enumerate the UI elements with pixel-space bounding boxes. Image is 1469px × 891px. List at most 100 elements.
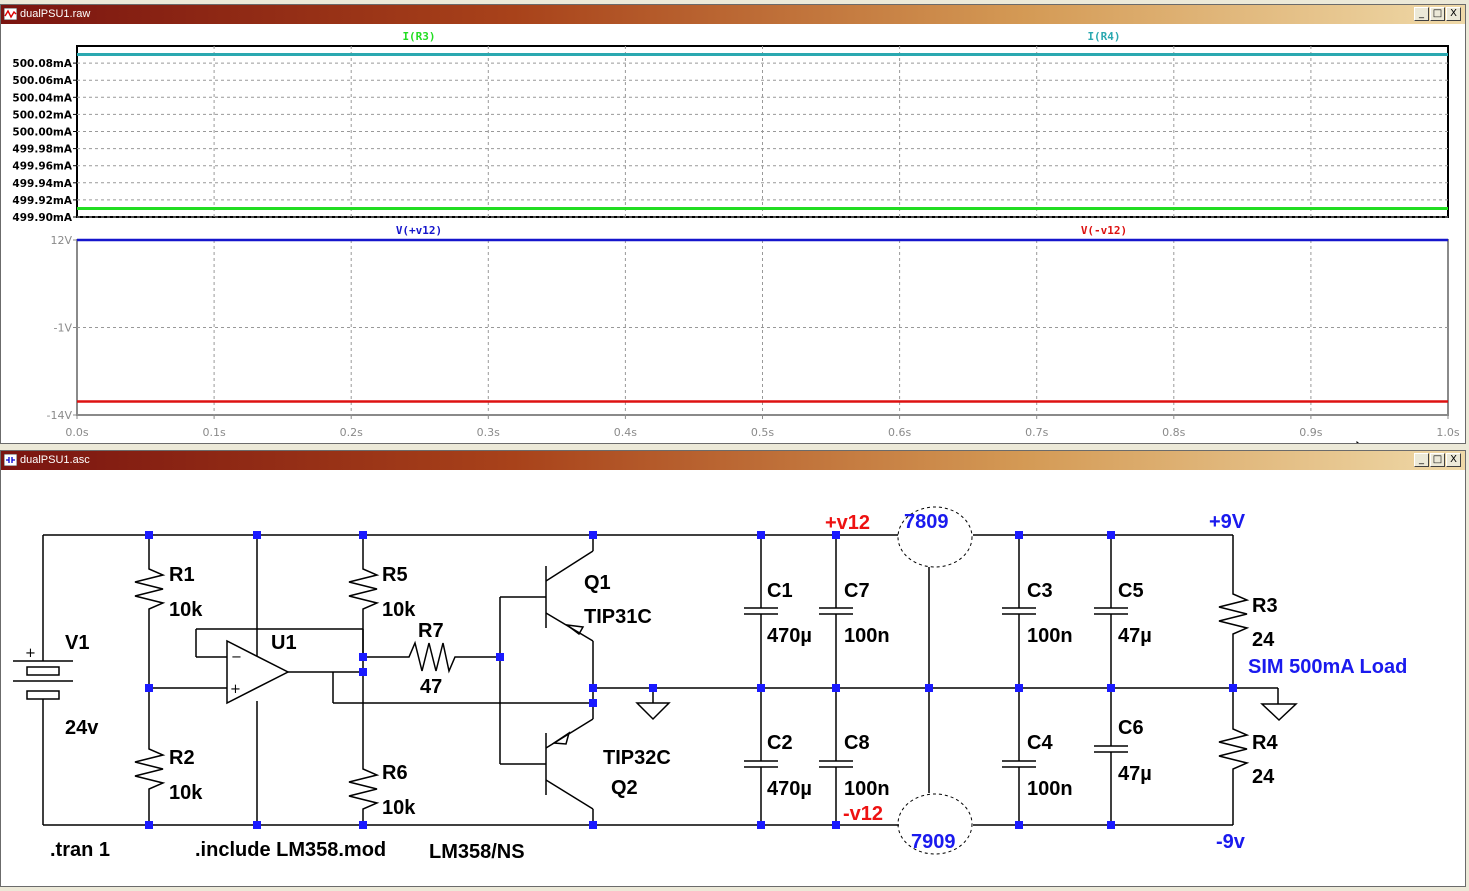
x-tick-label: 0.2s <box>340 426 363 439</box>
resistor-r1[interactable] <box>134 561 166 616</box>
regulator-7809-label[interactable]: 7809 <box>904 511 949 533</box>
v1-ref: V1 <box>65 632 89 654</box>
transistor-q2[interactable] <box>545 718 594 810</box>
schematic-window-titlebar[interactable]: dualPSU1.asc _ □ X <box>1 451 1465 470</box>
r6-ref: R6 <box>382 762 408 784</box>
r3-ref: R3 <box>1252 595 1278 617</box>
q1-value: TIP31C <box>584 606 652 628</box>
y-tick-label: 499.90mA <box>12 212 72 224</box>
ground-icon <box>1260 703 1298 722</box>
maximize-button[interactable]: □ <box>1430 453 1445 467</box>
trace-label-vpos12[interactable]: V(+v12) <box>396 224 442 237</box>
y-tick-label: 500.04mA <box>12 92 72 104</box>
c6-value: 47µ <box>1118 763 1152 785</box>
c7-value: 100n <box>844 625 890 647</box>
x-tick-label: 0.9s <box>1299 426 1322 439</box>
c2-value: 470µ <box>767 778 812 800</box>
waveform-window-title: dualPSU1.raw <box>20 8 91 20</box>
y-tick-label: 499.92mA <box>12 195 72 207</box>
minimize-button[interactable]: _ <box>1414 7 1429 21</box>
r1-value: 10k <box>169 599 203 621</box>
capacitor-c7[interactable] <box>819 607 853 615</box>
maximize-button[interactable]: □ <box>1430 7 1445 21</box>
svg-text:+: + <box>25 646 36 661</box>
net-label-neg12[interactable]: -v12 <box>843 803 883 825</box>
mouse-cursor-icon <box>1356 441 1360 443</box>
capacitor-c8[interactable] <box>819 760 853 768</box>
y-tick-label: 499.98mA <box>12 144 72 156</box>
minimize-button[interactable]: _ <box>1414 453 1429 467</box>
c5-ref: C5 <box>1118 580 1144 602</box>
opamp-u1[interactable]: − + <box>226 639 290 705</box>
c8-value: 100n <box>844 778 890 800</box>
resistor-r6[interactable] <box>348 761 380 816</box>
capacitor-c2[interactable] <box>744 760 778 768</box>
waveform-app-icon <box>4 8 17 20</box>
opamp-model-label: LM358/NS <box>429 841 525 863</box>
r4-ref: R4 <box>1252 732 1278 754</box>
svg-text:−: − <box>231 650 242 665</box>
junctions <box>145 531 1237 829</box>
close-button[interactable]: X <box>1446 453 1461 467</box>
capacitor-c5[interactable] <box>1094 607 1128 615</box>
c7-ref: C7 <box>844 580 870 602</box>
c4-ref: C4 <box>1027 732 1053 754</box>
resistor-r2[interactable] <box>134 741 166 796</box>
schematic-app-icon <box>4 454 17 466</box>
c5-value: 47µ <box>1118 625 1152 647</box>
capacitor-c6[interactable] <box>1094 745 1128 753</box>
include-directive[interactable]: .include LM358.mod <box>195 839 386 861</box>
capacitor-c3[interactable] <box>1002 607 1036 615</box>
waveform-plot[interactable]: 500.08mA500.06mA500.04mA500.02mA500.00mA… <box>1 5 1466 444</box>
c4-value: 100n <box>1027 778 1073 800</box>
trace-label-vneg12[interactable]: V(-v12) <box>1081 224 1127 237</box>
trace-label-ir3[interactable]: I(R3) <box>402 30 435 43</box>
trace-label-ir4[interactable]: I(R4) <box>1087 30 1120 43</box>
net-label-neg9[interactable]: -9v <box>1216 831 1246 853</box>
r5-value: 10k <box>382 599 416 621</box>
q2-value: TIP32C <box>603 747 671 769</box>
resistor-r3[interactable] <box>1218 586 1250 641</box>
close-button[interactable]: X <box>1446 7 1461 21</box>
r4-value: 24 <box>1252 766 1275 788</box>
schematic-window[interactable]: dualPSU1.asc _ □ X <box>0 450 1466 887</box>
load-note[interactable]: SIM 500mA Load <box>1248 656 1407 678</box>
regulator-7909-symbol[interactable] <box>897 793 973 855</box>
r7-value: 47 <box>420 676 442 698</box>
regulator-7809-symbol[interactable] <box>897 506 973 568</box>
capacitor-c1[interactable] <box>744 607 778 615</box>
r1-ref: R1 <box>169 564 195 586</box>
c3-value: 100n <box>1027 625 1073 647</box>
net-label-pos9[interactable]: +9V <box>1209 511 1246 533</box>
y-tick-label: -1V <box>54 322 73 335</box>
y-tick-label: 500.00mA <box>12 127 72 139</box>
transistor-q1[interactable] <box>545 550 594 642</box>
waveform-window-titlebar[interactable]: dualPSU1.raw _ □ X <box>1 5 1465 24</box>
u1-ref: U1 <box>271 632 297 654</box>
x-tick-label: 0.4s <box>614 426 637 439</box>
voltage-source-v1[interactable]: + <box>13 646 73 701</box>
v1-value: 24v <box>65 717 99 739</box>
resistor-r7[interactable] <box>401 640 461 674</box>
y-tick-label: 500.08mA <box>12 58 72 70</box>
y-tick-label: 499.94mA <box>12 178 72 190</box>
x-tick-label: 0.5s <box>751 426 774 439</box>
x-tick-label: 0.3s <box>477 426 500 439</box>
y-tick-label: 500.02mA <box>12 109 72 121</box>
resistor-r4[interactable] <box>1218 721 1250 776</box>
y-tick-label: 12V <box>50 234 72 247</box>
y-tick-label: -14V <box>47 409 73 422</box>
resistor-r5[interactable] <box>348 561 380 616</box>
y-tick-label: 499.96mA <box>12 161 72 173</box>
c8-ref: C8 <box>844 732 870 754</box>
capacitor-c4[interactable] <box>1002 760 1036 768</box>
regulator-7909-label[interactable]: 7909 <box>911 831 956 853</box>
c6-ref: C6 <box>1118 717 1144 739</box>
r5-ref: R5 <box>382 564 408 586</box>
schematic-canvas[interactable]: + − + <box>1 451 1466 887</box>
net-label-pos12[interactable]: +v12 <box>825 512 870 534</box>
x-tick-label: 0.0s <box>65 426 88 439</box>
tran-directive[interactable]: .tran 1 <box>50 839 110 861</box>
x-tick-label: 0.1s <box>202 426 225 439</box>
